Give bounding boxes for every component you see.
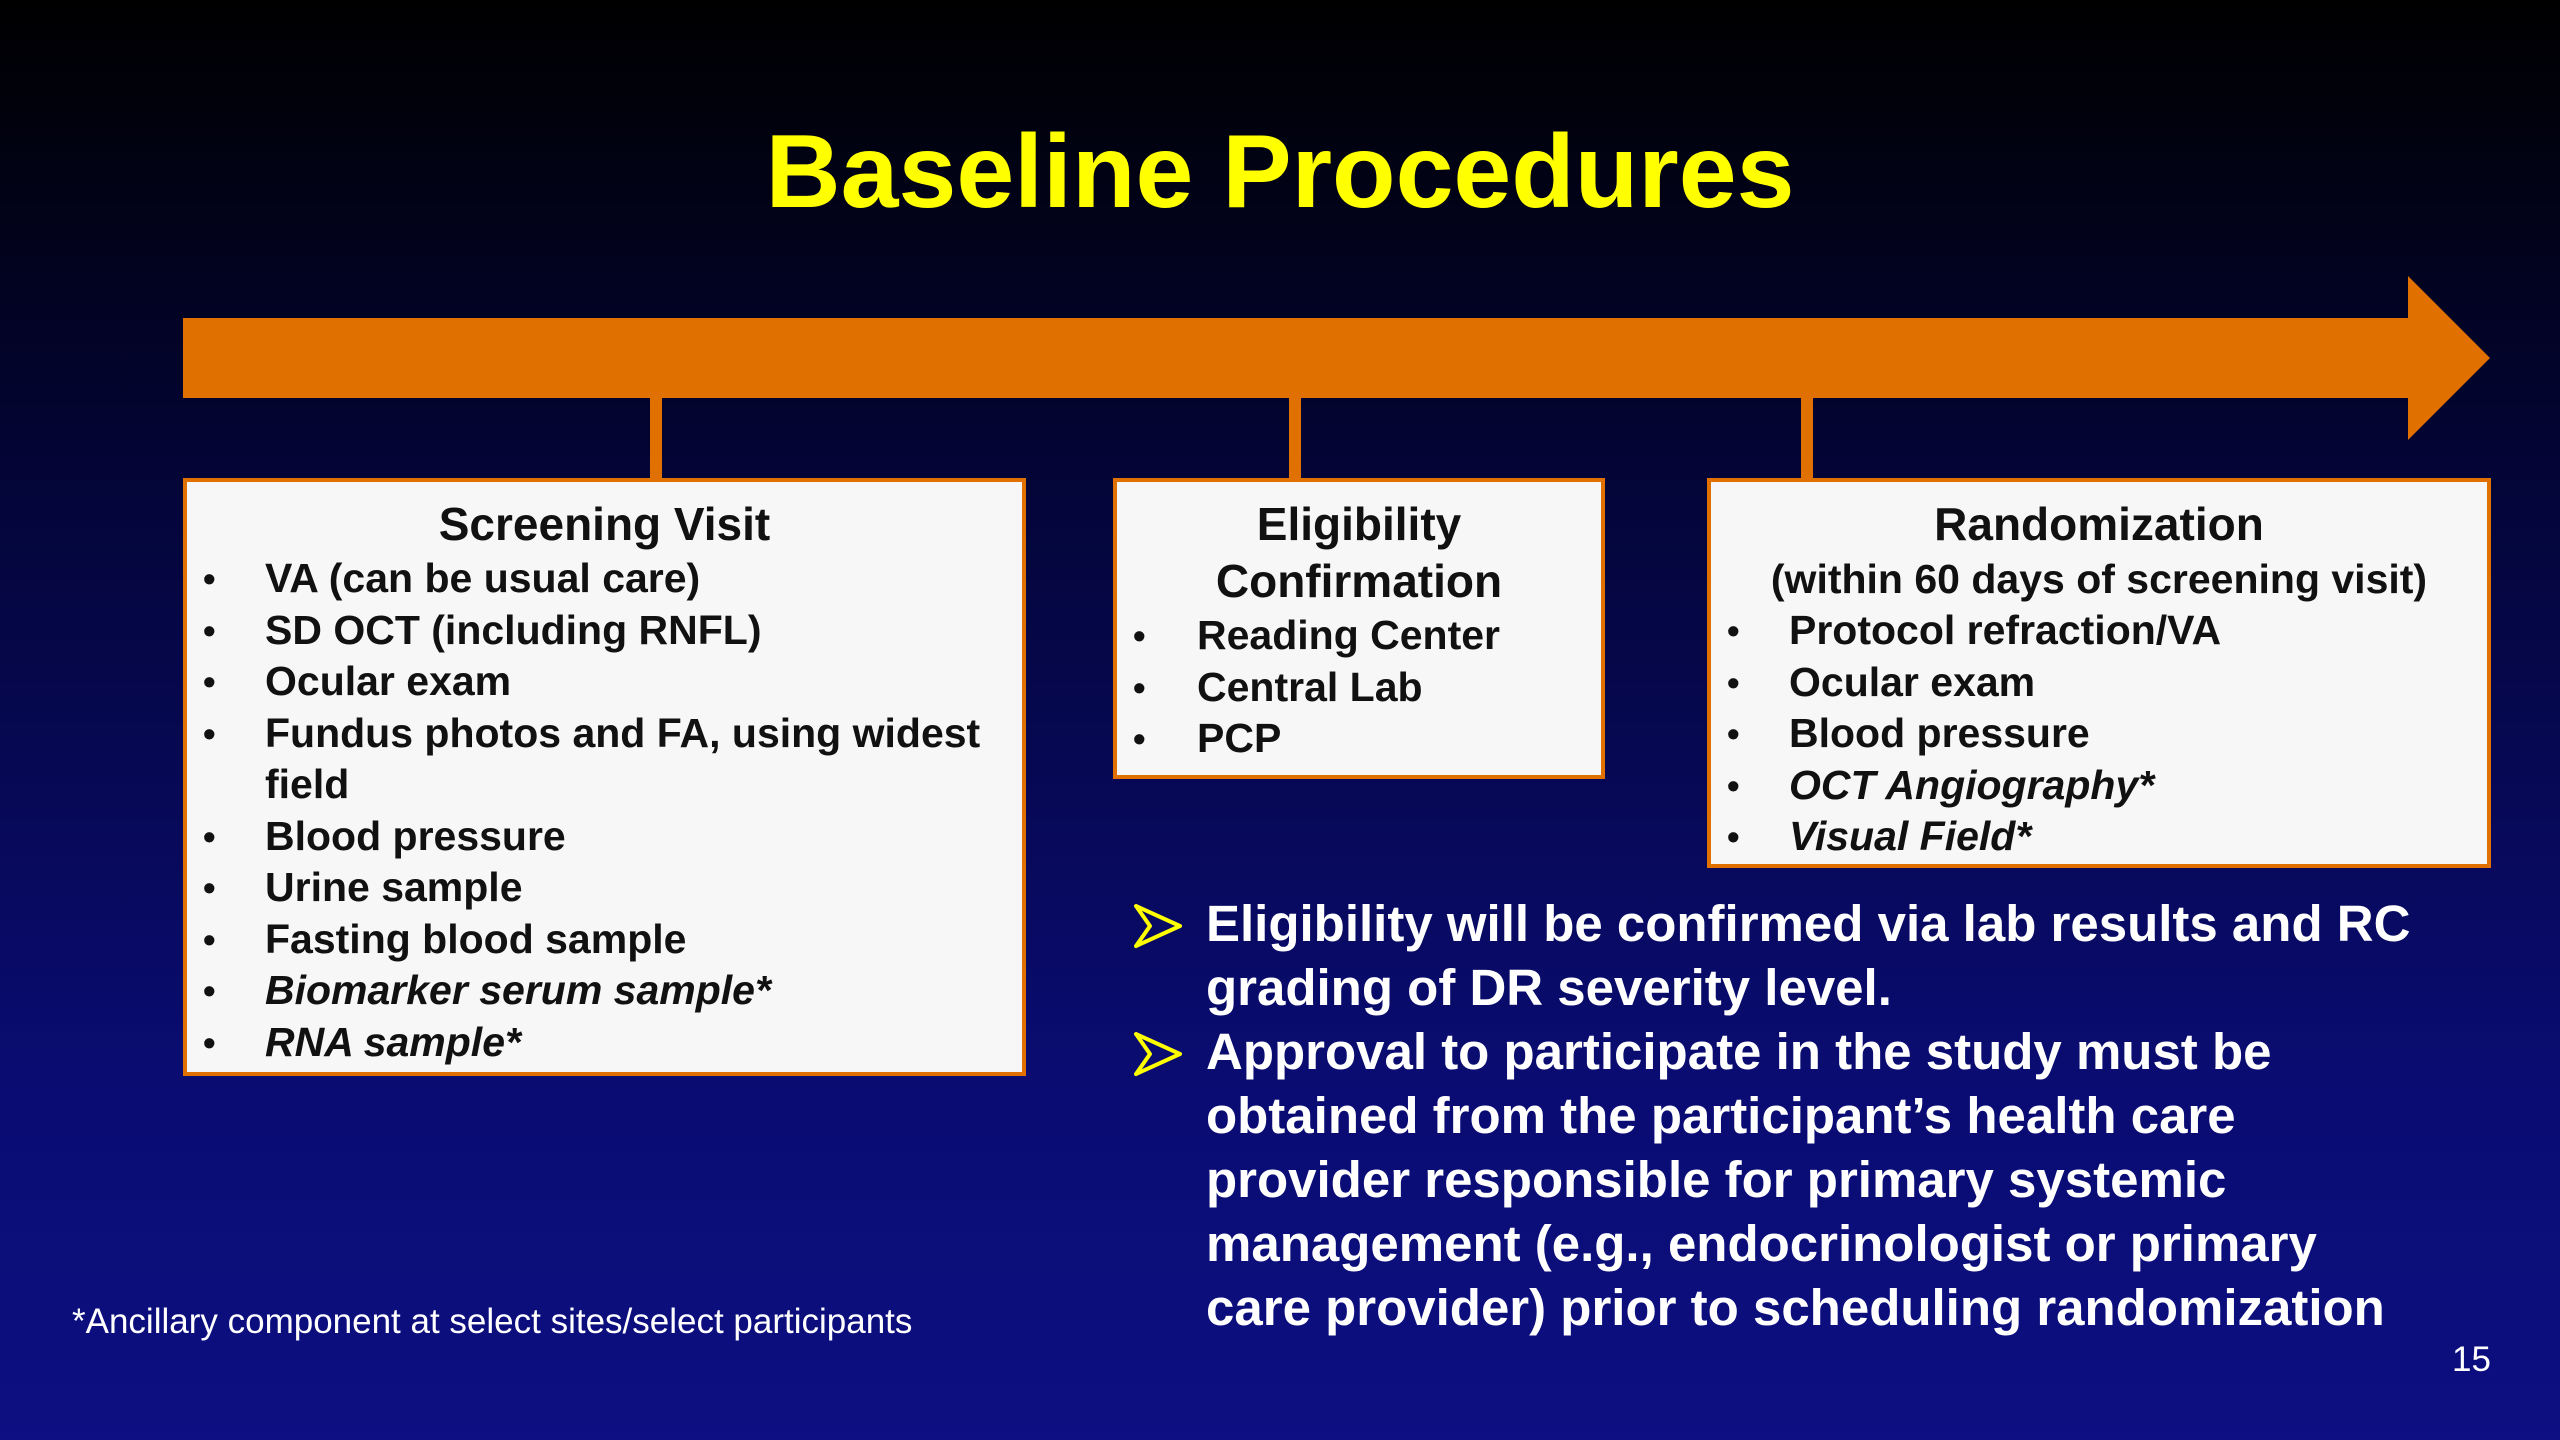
bullet-icon: •: [1727, 764, 1740, 806]
page-number: 15: [2452, 1340, 2491, 1379]
list-item: • Blood pressure: [1711, 708, 2487, 760]
bullet-icon: •: [203, 867, 216, 908]
footnote: *Ancillary component at select sites/sel…: [72, 1302, 913, 1341]
bullet-icon: •: [1133, 718, 1146, 759]
list-item-text: Blood pressure: [265, 812, 566, 859]
bullet-icon: •: [203, 970, 216, 1011]
bullet-icon: •: [1133, 666, 1146, 708]
list-item: • VA (can be usual care): [187, 553, 1022, 605]
note-eligibility: Eligibility will be confirmed via lab re…: [1130, 892, 2430, 1020]
list-item-text: Urine sample: [265, 864, 523, 910]
notes: Eligibility will be confirmed via lab re…: [1130, 892, 2430, 1340]
connector-randomization: [1801, 398, 1813, 480]
list-item: • OCT Angiography*: [1711, 760, 2487, 812]
arrow-bullet-icon: [1134, 1032, 1182, 1076]
note-text: Eligibility will be confirmed via lab re…: [1206, 895, 2411, 1016]
list-item-text: Fasting blood sample: [265, 915, 687, 962]
screening-visit-list: • VA (can be usual care) • SD OCT (includin…: [187, 553, 1022, 1068]
list-item: • Ocular exam: [1711, 657, 2487, 709]
screening-visit-title: Screening Visit: [438, 498, 771, 550]
list-item: • Protocol refraction/VA: [1711, 605, 2487, 657]
bullet-icon: •: [1727, 816, 1740, 857]
connector-screening: [650, 398, 662, 480]
eligibility-list: • Reading Center • Central Lab • PCP: [1117, 610, 1601, 765]
randomization-subtitle: (within 60 days of screening visit): [1770, 556, 2428, 602]
list-item: • SD OCT (including RNFL): [187, 605, 1022, 657]
connector-eligibility: [1289, 398, 1301, 480]
list-item: • RNA sample*: [187, 1017, 1022, 1069]
note-text: Approval to participate in the study mus…: [1206, 1023, 2385, 1336]
timeline-arrow: [183, 276, 2490, 480]
list-item: • Reading Center: [1117, 610, 1601, 662]
list-item-text: SD OCT (including RNFL): [265, 606, 762, 653]
note-approval: Approval to participate in the study mus…: [1130, 1020, 2430, 1340]
bullet-icon: •: [1727, 713, 1740, 754]
eligibility-title-line2: Confirmation: [1215, 555, 1503, 607]
list-item-text: Reading Center: [1197, 612, 1500, 658]
list-item: • Visual Field*: [1711, 811, 2487, 863]
list-item: • Ocular exam: [187, 656, 1022, 708]
list-item-text: PCP: [1197, 715, 1282, 761]
bullet-icon: •: [1727, 610, 1740, 651]
bullet-icon: •: [203, 712, 216, 754]
eligibility-title-line1: Eligibility: [1256, 498, 1462, 550]
eligibility-confirmation-box: Eligibility Confirmation • Reading Center…: [1113, 478, 1605, 779]
list-item-text: Fundus photos and FA, using widest field: [265, 709, 981, 808]
bullet-icon: •: [203, 815, 216, 857]
bullet-icon: •: [1133, 615, 1146, 656]
list-item: • Blood pressure: [187, 811, 1022, 863]
list-item-text: Visual Field*: [1789, 813, 2032, 859]
screening-visit-box: Screening Visit •VA (can be usual care)•…: [183, 478, 1026, 1076]
list-item: • Central Lab: [1117, 662, 1601, 714]
timeline-arrow-head: [2408, 276, 2490, 440]
list-item-text: Biomarker serum sample*: [265, 967, 771, 1013]
randomization-box: Randomization (within 60 days of screeni…: [1707, 478, 2491, 868]
arrow-bullet-icon: [1134, 904, 1182, 948]
list-item-text: VA (can be usual care): [265, 555, 701, 601]
list-item-text: Ocular exam: [1789, 658, 2036, 705]
bullet-icon: •: [203, 558, 216, 599]
bullet-icon: •: [203, 1021, 216, 1063]
bullet-icon: •: [1727, 661, 1740, 703]
list-item: • Fundus photos and FA, using widest fiel…: [187, 708, 1022, 811]
list-item-text: OCT Angiography*: [1789, 761, 2155, 808]
list-item-text: Central Lab: [1197, 663, 1423, 710]
bullet-icon: •: [203, 661, 216, 702]
timeline-arrow-shaft: [183, 318, 2413, 398]
list-item-text: Ocular exam: [265, 658, 512, 704]
list-item: • Biomarker serum sample*: [187, 965, 1022, 1017]
randomization-title: Randomization: [1934, 498, 2264, 550]
bullet-icon: •: [203, 609, 216, 651]
list-item: • Urine sample: [187, 862, 1022, 914]
list-item-text: RNA sample*: [265, 1018, 521, 1065]
list-item-text: Protocol refraction/VA: [1789, 607, 2222, 653]
list-item-text: Blood pressure: [1789, 710, 2090, 756]
list-item: • Fasting blood sample: [187, 914, 1022, 966]
list-item: • PCP: [1117, 713, 1601, 765]
bullet-icon: •: [203, 918, 216, 960]
slide-title: Baseline Procedures: [765, 114, 1795, 230]
randomization-list: • Protocol refraction/VA • Ocular exam • Bloo…: [1711, 605, 2487, 863]
